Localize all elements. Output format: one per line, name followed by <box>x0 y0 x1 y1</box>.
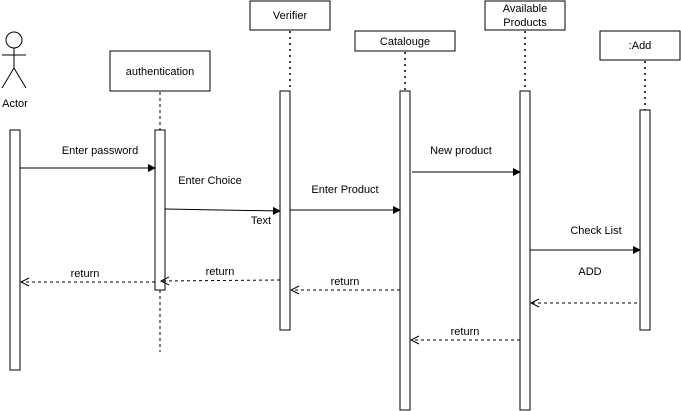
add-activation <box>639 109 651 331</box>
enter-choice-label: Enter Choice <box>178 175 242 187</box>
return-verifier-to-auth-arrow <box>161 280 281 281</box>
verifier-label: Verifier <box>273 10 308 22</box>
return-auth-to-actor-label: return <box>71 268 100 280</box>
return-verifier-to-auth-label: return <box>206 266 235 278</box>
check-list-label: Check List <box>570 225 621 237</box>
catalouge-activation <box>399 90 411 411</box>
actor-figure <box>1 31 27 89</box>
return-available-to-catalouge-label: return <box>451 326 480 338</box>
add-box <box>599 30 681 61</box>
available-products-label-line2: Products <box>503 17 547 29</box>
return-catalouge-to-verifier-label: return <box>331 276 360 288</box>
authentication-label: authentication <box>126 66 195 78</box>
enter-choice-arrow <box>164 206 281 215</box>
available-products-box <box>484 0 566 31</box>
authentication-box <box>109 50 211 92</box>
enter-password-label: Enter password <box>62 145 138 157</box>
available-products-label-line1: Available <box>503 3 547 15</box>
catalouge-label: Catalouge <box>380 36 430 48</box>
add-label: :Add <box>629 40 652 52</box>
add-message-label: ADD <box>578 266 601 278</box>
actor-label: Actor <box>2 98 28 110</box>
available-products-activation <box>519 90 531 411</box>
authentication-activation <box>154 129 166 291</box>
enter-product-label: Enter Product <box>311 184 378 196</box>
verifier-box <box>249 0 331 31</box>
text-label: Text <box>251 215 271 227</box>
verifier-activation <box>279 90 291 331</box>
actor-activation <box>9 129 21 371</box>
new-product-label: New product <box>430 145 492 157</box>
catalouge-box <box>354 30 456 52</box>
